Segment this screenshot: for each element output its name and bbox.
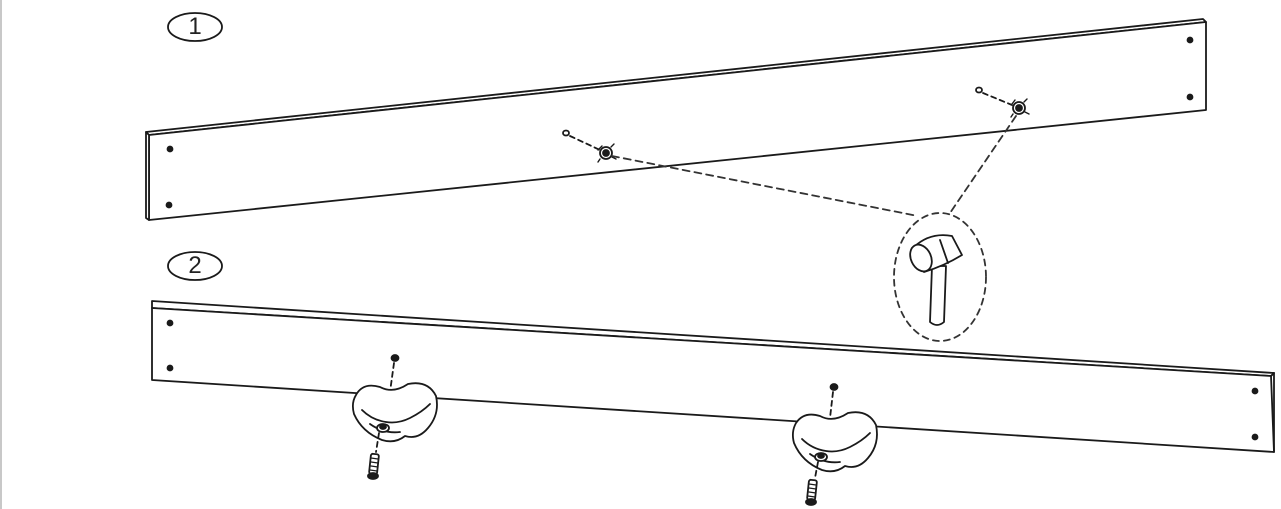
board2-hole bbox=[1251, 387, 1259, 395]
board2-hole bbox=[166, 364, 174, 372]
page-left-rule bbox=[0, 0, 2, 509]
step-1-oval bbox=[167, 12, 223, 42]
step2-board bbox=[151, 300, 1275, 453]
bolt-left bbox=[367, 432, 380, 480]
leader-lines bbox=[611, 115, 1017, 217]
step1-tnut-left bbox=[562, 129, 617, 163]
foot-pad-left bbox=[351, 354, 438, 443]
step1-tnut-right bbox=[975, 86, 1030, 118]
step-2-oval bbox=[167, 251, 223, 281]
board2-hole bbox=[1251, 433, 1259, 441]
board1-hole bbox=[166, 145, 174, 153]
step-1-label: 1 bbox=[166, 10, 224, 44]
step-2-label: 2 bbox=[166, 249, 224, 283]
step-1-number: 1 bbox=[188, 13, 202, 40]
step1-board bbox=[145, 18, 1207, 221]
bolt-right bbox=[805, 461, 819, 506]
mallet-icon bbox=[893, 212, 987, 342]
step-2-number: 2 bbox=[188, 252, 202, 279]
board2-hole bbox=[166, 319, 174, 327]
board1-hole bbox=[165, 201, 173, 209]
board1-hole bbox=[1186, 93, 1194, 101]
foot-pad-right bbox=[791, 383, 878, 473]
board1-hole bbox=[1186, 36, 1194, 44]
